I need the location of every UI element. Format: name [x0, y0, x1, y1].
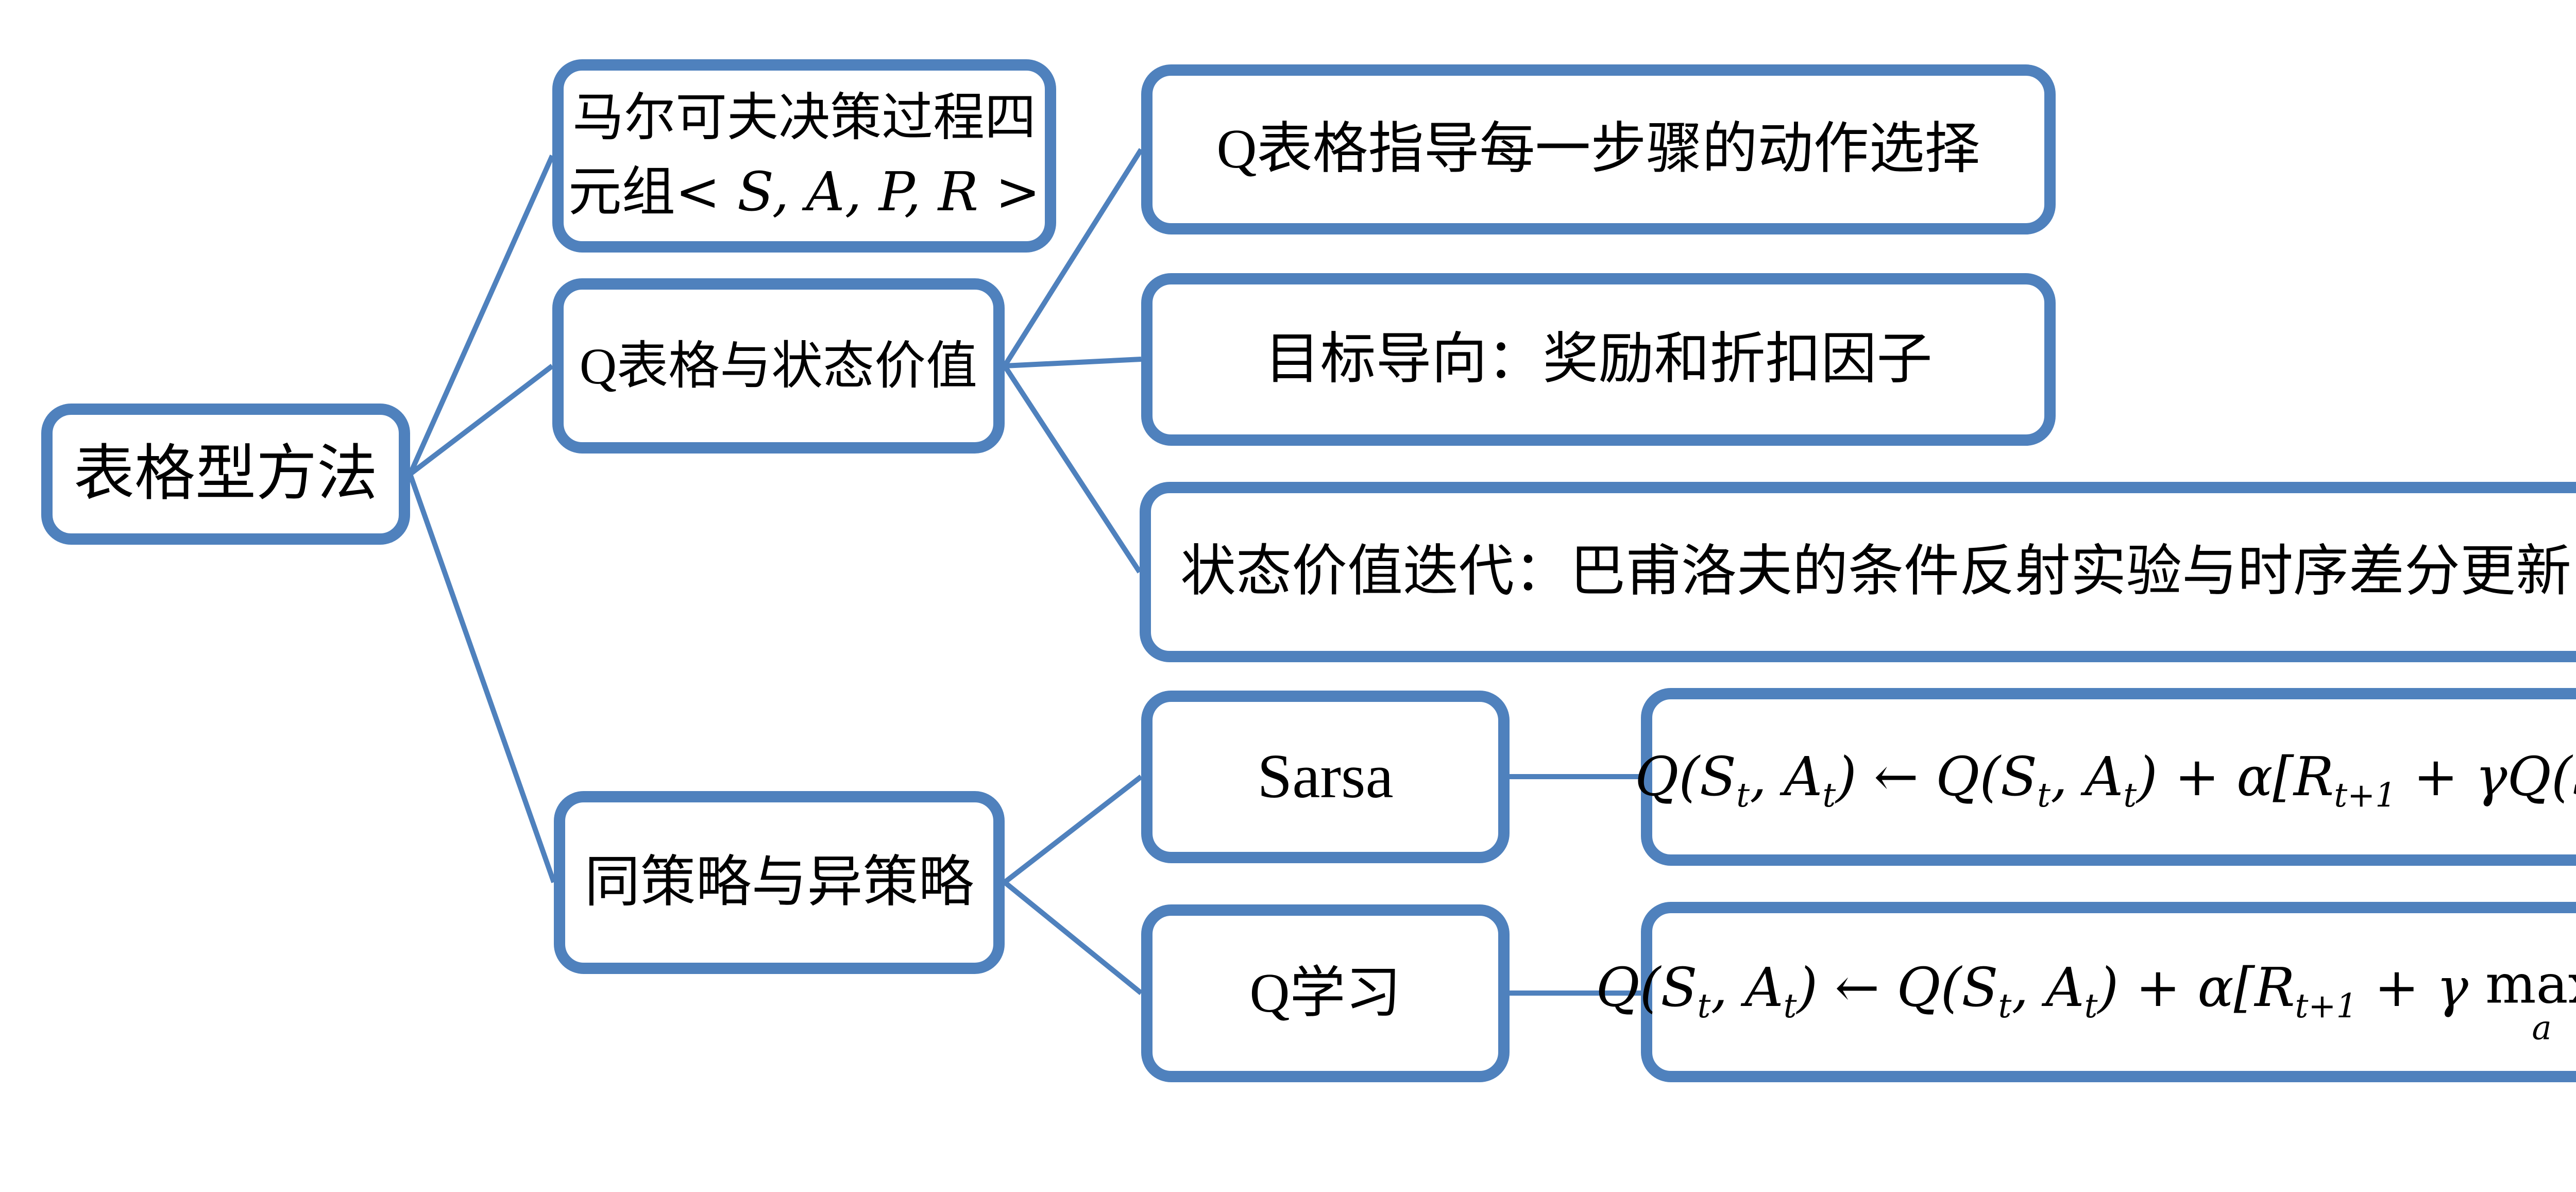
connector — [408, 364, 554, 476]
connector — [1003, 880, 1143, 995]
node-root-tabular-methods: 表格型方法 — [41, 404, 410, 545]
node-label: 目标导向：奖励和折扣因子 — [1264, 328, 1933, 390]
node-mdp-tuple: 马尔可夫决策过程四 元组< S, A, P, R > — [552, 59, 1056, 253]
mdp-tuple-math: 元组< S, A, P, R > — [568, 160, 1041, 223]
node-q-learning: Q学习 — [1141, 904, 1510, 1082]
node-label: Sarsa — [1257, 742, 1394, 812]
connector — [408, 154, 555, 476]
node-label: 表格型方法 — [73, 440, 378, 508]
node-sarsa: Sarsa — [1141, 691, 1510, 863]
node-goal-oriented-reward-discount: 目标导向：奖励和折扣因子 — [1141, 273, 2056, 446]
node-q-learning-update-formula: Q(St, At) ← Q(St, At) + α[Rt+1 + γ maxa … — [1596, 902, 2576, 1082]
sarsa-formula: Q(St, At) ← Q(St, At) + α[Rt+1 + γQ(St+1… — [1635, 745, 2576, 815]
node-label: 马尔可夫决策过程四 — [572, 89, 1036, 146]
node-label: 同策略与异策略 — [584, 851, 974, 913]
node-label: Q学习 — [1249, 962, 1401, 1024]
q-learning-formula: Q(St, At) ← Q(St, At) + α[Rt+1 + γ maxa … — [1596, 952, 2576, 1048]
connector — [1004, 357, 1142, 368]
connector — [1002, 148, 1144, 367]
connector — [1002, 364, 1142, 574]
node-label: Q表格与状态价值 — [579, 337, 978, 395]
node-sarsa-update-formula: Q(St, At) ← Q(St, At) + α[Rt+1 + γQ(St+1… — [1635, 688, 2576, 866]
node-q-table-action-selection: Q表格指导每一步骤的动作选择 — [1141, 64, 2056, 234]
node-state-value-iteration: 状态价值迭代：巴甫洛夫的条件反射实验与时序差分更新 — [1140, 482, 2576, 662]
node-label: 状态价值迭代：巴甫洛夫的条件反射实验与时序差分更新 — [1180, 541, 2571, 603]
connector — [408, 473, 556, 883]
node-q-table-state-value: Q表格与状态价值 — [552, 278, 1005, 454]
connector — [1003, 775, 1143, 884]
node-label: Q表格指导每一步骤的动作选择 — [1216, 119, 1980, 180]
node-on-policy-off-policy: 同策略与异策略 — [554, 791, 1005, 974]
